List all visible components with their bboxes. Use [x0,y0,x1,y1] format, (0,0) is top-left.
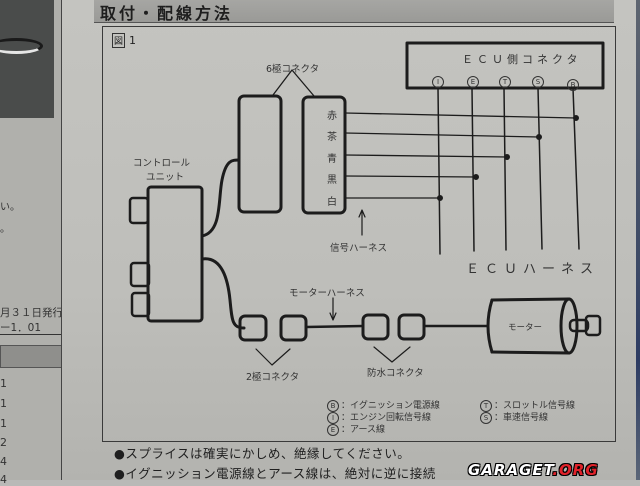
legend-item-t: T：スロットル信号線 [480,398,575,412]
motor-label: モーター [508,323,543,333]
legend-symbol: B [327,399,339,412]
wire-color-black: 黒 [327,175,337,186]
ecu-harness-label: ＥＣＵハーネス [466,262,600,277]
watermark-domain: .ORG [552,461,599,479]
ecu-pin-b: B [567,79,581,91]
control-unit-box [146,185,204,323]
issue-version: ー1．01 [0,322,42,334]
column-number: 4 [0,455,7,468]
note-ignition-ground: ●イグニッション電源線とアース線は、絶対に逆に接続 [114,466,436,481]
legend-symbol: I [327,411,339,424]
column-number: 1 [0,417,7,430]
legend-symbol: E [327,423,339,436]
left-page-text-1: い。 [0,202,20,213]
ecu-pin-i: I [432,76,446,88]
ecu-pin-t: T [499,76,513,88]
legend-text: ：アース線 [341,425,386,435]
column-number: 2 [0,436,7,449]
control-unit-label-1: コントロール [133,158,191,169]
legend-text: ：エンジン回転信号線 [341,413,432,423]
watermark-text: GARAGET [468,461,553,479]
ecu-connector-box [405,41,605,90]
motor-harness-label: モーターハーネス [289,288,365,299]
figure-frame [102,26,616,442]
six-pin-connector-label: 6極コネクタ [266,64,320,75]
legend-symbol: T [480,399,492,412]
left-page-text-2: 。 [0,224,10,235]
figure-number: 1 [129,34,137,47]
note-splice: ●スプライスは確実にかしめ、絶縁してください。 [114,446,411,461]
wire-color-brown: 茶 [327,132,337,143]
control-unit-label-2: ユニット [146,172,185,183]
pin-b-symbol: B [567,79,579,91]
ecu-connector-title: ＥＣＵ側コネクタ [462,53,582,66]
waterproof-connector-label: 防水コネクタ [367,368,424,379]
section-title: 取付・配線方法 [100,4,234,23]
brush-stroke-graphic [0,38,43,54]
two-pin-connector-label: 2極コネクタ [246,372,300,383]
column-number: 1 [0,397,7,410]
six-pin-connector-right [301,95,347,215]
wire-color-blue: 青 [327,154,337,165]
legend-text: ：車速信号線 [494,413,549,423]
legend-text: ：スロットル信号線 [494,401,576,411]
legend-item-e: E：アース線 [327,422,385,436]
issue-date: 月３１日発行 [0,307,63,319]
left-page-dark-panel [0,0,54,118]
ecu-pin-e: E [467,76,481,88]
pin-e-symbol: E [467,76,479,88]
ecu-pin-s: S [532,76,546,88]
wire-color-red: 赤 [327,111,337,122]
wire-color-white: 白 [327,197,337,208]
signal-harness-label: 信号ハーネス [330,243,388,254]
pin-t-symbol: T [499,76,511,88]
column-number: 1 [0,377,7,390]
pin-s-symbol: S [532,76,544,88]
legend-text: ：イグニッション電源線 [341,401,440,411]
figure-label-box: 図 [112,33,126,48]
watermark-logo: GARAGET.ORG [468,461,599,479]
legend-item-s: S：車速信号線 [480,410,548,424]
six-pin-connector-left [237,94,283,214]
legend-symbol: S [480,411,492,424]
pin-i-symbol: I [432,76,444,88]
legend-item-i: I：エンジン回転信号線 [327,410,431,424]
legend-item-b: B：イグニッション電源線 [327,398,440,412]
left-page: い。 。 月３１日発行 ー1．01 [0,0,67,480]
section-header-bar: 取付・配線方法 [94,0,614,23]
